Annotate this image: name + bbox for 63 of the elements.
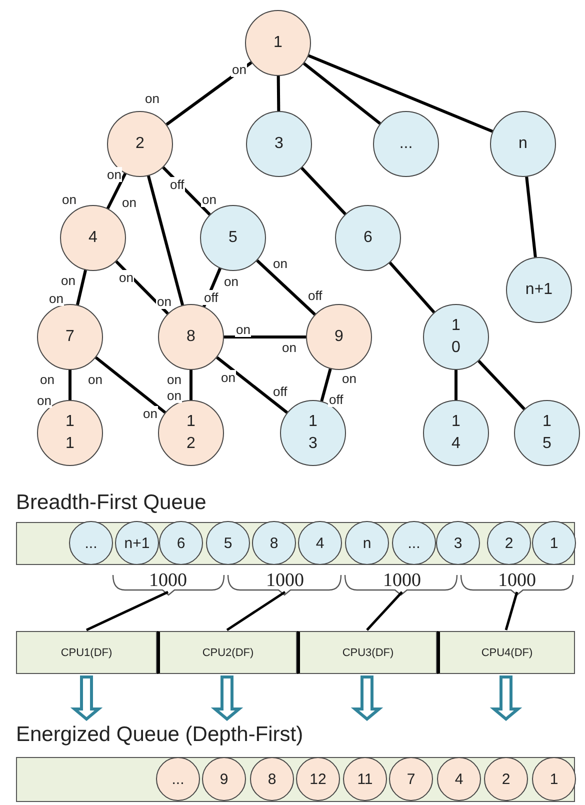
connector-line [478,360,526,410]
block-arrow [490,676,522,721]
connector-line [302,62,382,125]
connector-line [146,176,184,306]
connector-line [504,592,518,630]
connector-line [525,176,537,258]
switch-state-label: off [272,384,288,399]
circle-node: 3 [246,111,312,177]
circle-node: 6 [335,205,401,271]
circle-node: 1 [245,10,311,76]
connector-line [308,54,494,133]
connector-line [226,590,286,632]
cpu-box: CPU4(DF) [437,631,575,674]
count-label: 1000 [492,571,542,591]
count-label: 1000 [143,571,193,591]
connector-line [366,591,403,631]
connector-line [86,590,169,632]
connector-line [276,76,280,112]
connector-line [68,370,72,400]
circle-node: n [490,111,556,177]
connector-line [388,262,436,314]
connector-line [320,368,332,402]
circle-node: 10 [423,304,489,370]
queue-heading: Breadth-First Queue [16,490,206,516]
connector-line [300,166,346,216]
circle-node: 14 [423,400,489,466]
connector-line [454,370,458,400]
cpu-box: CPU3(DF) [297,631,437,674]
count-label: 1000 [260,571,310,591]
switch-state-label: off [169,177,186,192]
circle-node: ... [373,111,439,177]
circle-node: 12 [158,400,224,466]
count-label: 1000 [377,571,427,591]
connector-line [76,270,87,306]
switch-state-label: off [203,290,220,305]
switch-state-label: on [231,62,248,77]
block-arrow [70,676,103,721]
circle-node: 7 [37,304,103,370]
switch-state-label: off [307,288,324,303]
connector-line [162,166,211,216]
block-arrow [350,676,384,721]
connector-line [115,260,169,315]
circle-node: n+1 [506,257,572,323]
switch-state-label: on [106,167,122,182]
cpu-box: CPU2(DF) [157,631,297,674]
connector-line [224,336,306,338]
connector-line [202,268,222,308]
connector-line [190,370,192,400]
cpu-box: CPU1(DF) [16,631,157,674]
connector-line [216,356,288,414]
switch-state-label: off [328,392,344,407]
switch-state-label: on [220,370,236,385]
connector-line [256,259,316,316]
connector-line [106,172,127,210]
switch-state-label: on [142,406,158,421]
block-arrow [210,676,244,721]
circle-node: 9 [306,304,372,370]
connector-line [166,61,252,126]
queue-heading: Energized Queue (Depth-First) [16,722,304,748]
connector-line [94,356,166,414]
switch-state-label: on [118,270,134,285]
circle-node: 15 [514,400,580,466]
circle-node: 5 [200,205,266,271]
